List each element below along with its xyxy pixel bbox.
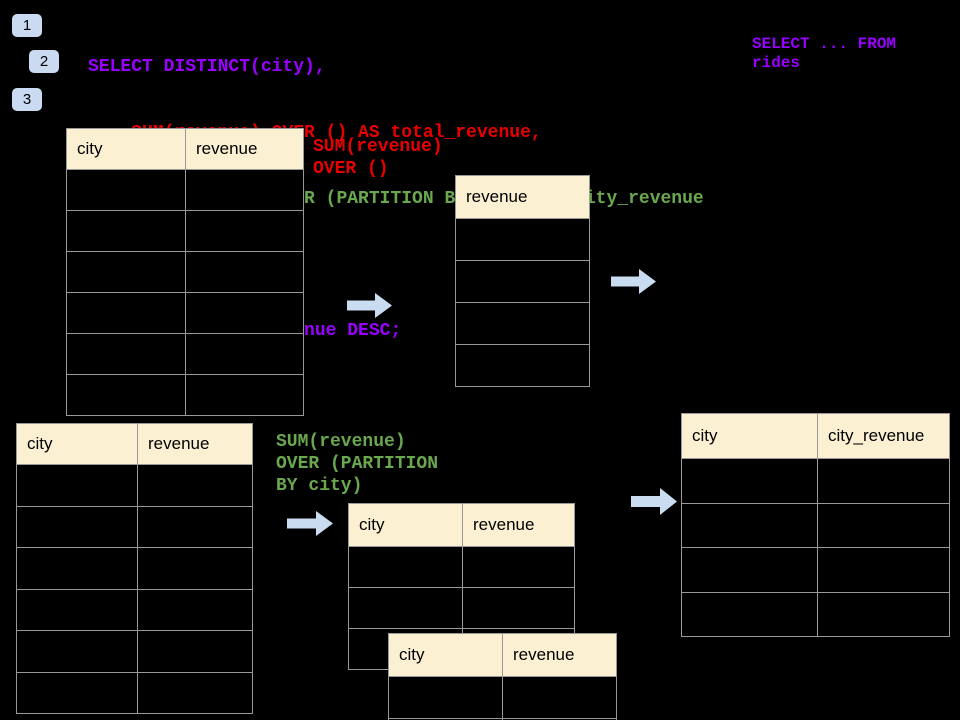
flow-arrow-right-icon xyxy=(287,511,333,536)
table-row xyxy=(456,218,589,260)
flow-arrow-right-icon xyxy=(631,488,677,515)
step-badge-2-label: 2 xyxy=(39,53,49,70)
table-row xyxy=(682,591,949,636)
table-row xyxy=(67,169,303,210)
table-row xyxy=(682,502,949,547)
step-badge-3: 3 xyxy=(12,88,42,111)
table-row xyxy=(456,302,589,344)
table-row xyxy=(17,505,252,547)
table-partition-overlap: city revenue xyxy=(388,633,617,720)
column-header-city: city xyxy=(17,424,138,464)
label-sum-over-total: SUM(revenue) OVER () xyxy=(313,137,443,179)
table-source-bottom-header: city revenue xyxy=(17,424,252,464)
table-source-top-header: city revenue xyxy=(67,129,303,169)
table-final-result: city city_revenue xyxy=(681,413,950,637)
flow-arrow-right-icon xyxy=(347,293,392,318)
table-final-result-header: city city_revenue xyxy=(682,414,949,458)
table-total-result: revenue xyxy=(455,175,590,387)
column-header-revenue: revenue xyxy=(473,515,535,534)
step-badge-1: 1 xyxy=(12,14,42,37)
column-header-city: city xyxy=(349,504,463,546)
column-header-revenue: revenue xyxy=(196,139,258,158)
step-badge-3-label: 3 xyxy=(22,91,32,108)
table-source-bottom: city revenue xyxy=(16,423,253,714)
label-sum-over-partition: SUM(revenue) OVER (PARTITION BY city) xyxy=(276,432,439,496)
table-row xyxy=(682,458,949,503)
table-row xyxy=(456,260,589,302)
table-row xyxy=(67,374,303,415)
table-row xyxy=(67,333,303,374)
table-row xyxy=(17,671,252,713)
column-header-city-revenue: city_revenue xyxy=(828,426,925,445)
column-header-city: city xyxy=(389,634,503,676)
column-header-city: city xyxy=(682,414,818,458)
step-badge-1-label: 1 xyxy=(22,17,32,34)
column-header-revenue: revenue xyxy=(513,645,575,664)
column-header-city: city xyxy=(67,129,186,169)
table-row xyxy=(17,464,252,506)
table-row xyxy=(17,630,252,672)
table-row xyxy=(67,210,303,251)
table-source-top: city revenue xyxy=(66,128,304,416)
column-header-revenue: revenue xyxy=(466,187,528,206)
label-select-from-rides: SELECT ... FROM rides xyxy=(752,35,897,72)
table-total-result-header: revenue xyxy=(456,176,589,218)
table-row xyxy=(349,546,574,587)
table-partition-overlap-header: city revenue xyxy=(389,634,616,676)
column-header-revenue: revenue xyxy=(148,434,210,453)
flow-arrow-right-icon xyxy=(611,269,656,294)
table-row xyxy=(67,292,303,333)
sql-code-line-1: SELECT DISTINCT(city), xyxy=(88,57,326,77)
table-row xyxy=(389,676,616,718)
table-row xyxy=(67,251,303,292)
table-row xyxy=(17,588,252,630)
table-row xyxy=(456,344,589,386)
table-row xyxy=(682,547,949,592)
table-partition-mid-header: city revenue xyxy=(349,504,574,546)
table-row xyxy=(17,547,252,589)
table-row xyxy=(349,587,574,628)
step-badge-2: 2 xyxy=(29,50,59,73)
